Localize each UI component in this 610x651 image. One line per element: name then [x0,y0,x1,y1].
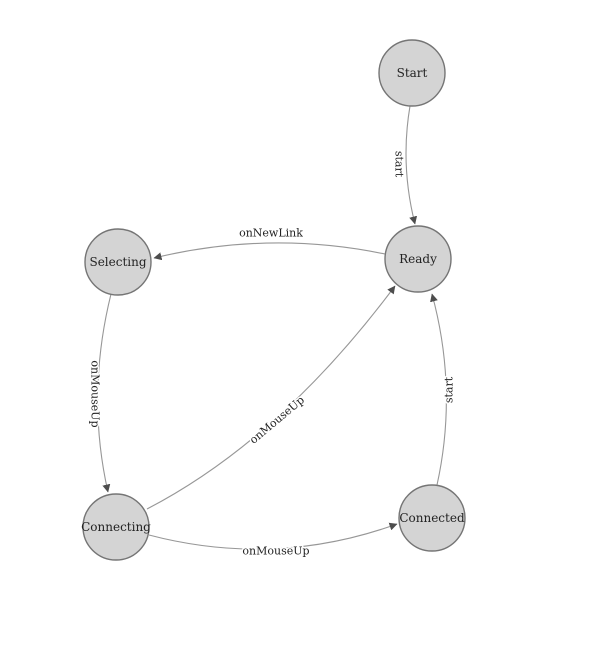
edge-label: onNewLink [239,227,303,240]
edge-label: onMouseUp [247,393,307,446]
edge-selecting-to-connecting[interactable]: onMouseUp [87,293,112,493]
edge-line[interactable] [97,293,112,493]
state-circle[interactable] [398,484,466,552]
state-node-connected[interactable]: Connected [398,484,466,552]
state-circle[interactable] [84,228,152,296]
state-circle[interactable] [384,225,452,293]
edge-line[interactable] [430,293,447,486]
edge-connecting-to-ready[interactable]: onMouseUp [146,285,396,510]
state-node-connecting[interactable]: Connecting [81,493,151,561]
state-node-ready[interactable]: Ready [384,225,452,293]
state-circle[interactable] [378,39,446,107]
edge-start-to-ready[interactable]: start [391,105,418,225]
edge-connecting-to-connected[interactable]: onMouseUp [148,522,398,559]
edge-label: onMouseUp [89,360,102,427]
edge-line[interactable] [146,285,396,510]
state-node-selecting[interactable]: Selecting [84,228,152,296]
edge-line[interactable] [148,522,398,550]
edge-ready-to-selecting[interactable]: onNewLink [153,225,386,261]
edge-line[interactable] [153,242,386,261]
state-node-start[interactable]: Start [378,39,446,107]
edge-label: start [393,151,406,178]
edge-label: start [443,376,456,403]
edge-connected-to-ready[interactable]: start [430,293,457,486]
state-circle[interactable] [82,493,150,561]
edge-line[interactable] [405,105,418,225]
